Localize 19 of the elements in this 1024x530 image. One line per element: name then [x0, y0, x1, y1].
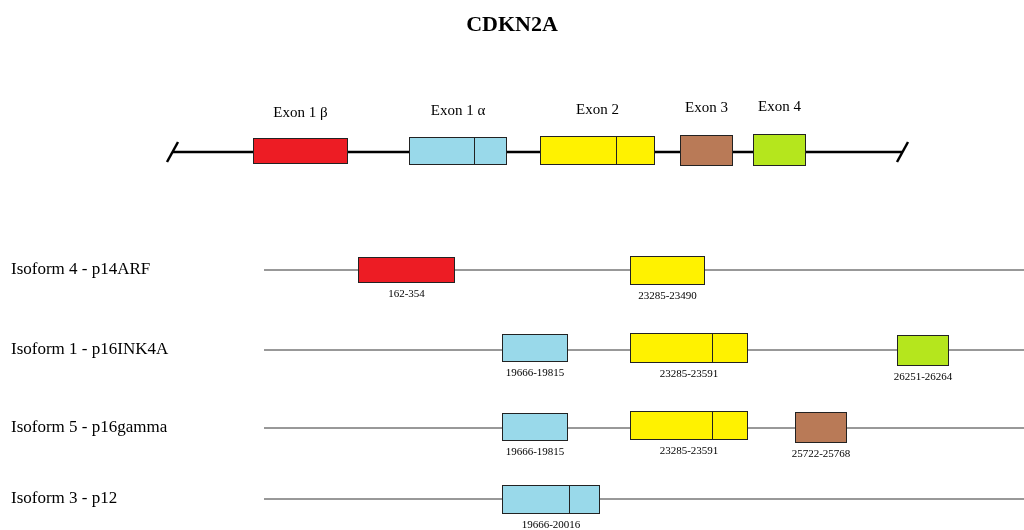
position-label: 26251-26264 [893, 371, 953, 382]
exon-label: Exon 1 β [273, 105, 328, 120]
exon-label: Exon 2 [576, 102, 619, 117]
diagram-title: CDKN2A [465, 13, 559, 35]
isoform-label: Isoform 1 - p16INK4A [11, 340, 169, 357]
exon-label: Exon 1 α [430, 103, 486, 118]
position-label: 162-354 [388, 288, 425, 299]
exon-label: Exon 4 [758, 99, 801, 114]
position-label: 25722-25768 [791, 448, 851, 459]
isoform-label: Isoform 4 - p14ARF [11, 260, 151, 277]
position-label: 19666-19815 [505, 446, 565, 457]
isoform-label: Isoform 5 - p16gamma [11, 418, 168, 435]
position-label: 23285-23591 [659, 368, 719, 379]
isoform-label: Isoform 3 - p12 [11, 489, 118, 506]
position-label: 19666-19815 [505, 367, 565, 378]
exon-label: Exon 3 [685, 100, 728, 115]
position-label: 23285-23490 [638, 290, 697, 301]
position-label: 23285-23591 [659, 445, 719, 456]
position-label: 19666-20016 [521, 519, 581, 530]
